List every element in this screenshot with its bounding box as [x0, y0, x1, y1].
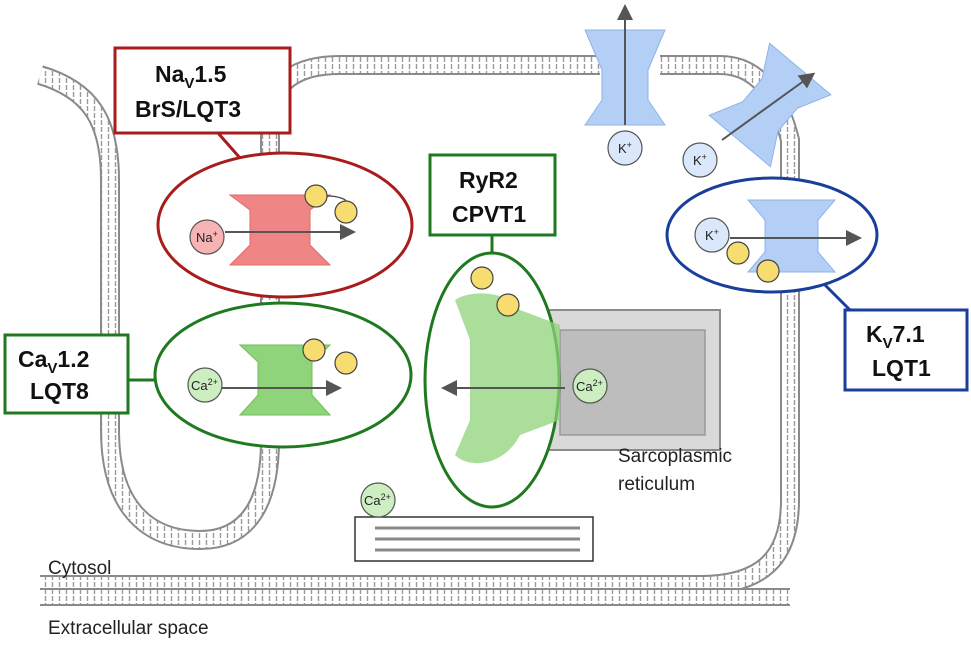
cytosol-label: Cytosol [48, 558, 111, 579]
bottom-membrane [40, 588, 790, 606]
cav-channel-group: Ca2+ [153, 301, 413, 449]
sr-label-line1: Sarcoplasmic [618, 446, 732, 467]
na-ion-label: Na+ [196, 229, 218, 245]
svg-text:BrS/LQT3: BrS/LQT3 [135, 96, 241, 122]
nav-connector [216, 132, 242, 159]
k-ion-1 [607, 130, 643, 166]
kv-channel-group: K+ [665, 176, 879, 294]
svg-text:CPVT1: CPVT1 [452, 201, 526, 227]
svg-text:LQT1: LQT1 [872, 355, 931, 381]
k-ion-1-label: K+ [618, 140, 632, 156]
myofilaments [354, 516, 594, 562]
k-ion-2 [682, 142, 718, 178]
svg-text:CaV1.2: CaV1.2 [18, 346, 89, 377]
sr-label-line2: reticulum [618, 474, 695, 495]
kv-label-box: KV7.1 LQT1 [843, 308, 969, 392]
ryr-label-box: RyR2 CPVT1 [428, 153, 557, 237]
kv-connector [823, 283, 852, 312]
ca-ion-1 [187, 367, 223, 403]
ca-ion-3-label: Ca2+ [364, 492, 391, 508]
svg-text:LQT8: LQT8 [30, 378, 89, 404]
ca-ion-2-label: Ca2+ [576, 378, 603, 394]
extracellular-label: Extracellular space [48, 618, 209, 639]
cav-label-box: CaV1.2 LQT8 [3, 333, 130, 415]
svg-text:NaV1.5: NaV1.5 [155, 61, 227, 92]
svg-text:KV7.1: KV7.1 [866, 321, 925, 352]
svg-text:RyR2: RyR2 [459, 167, 518, 193]
ca-ion-3 [360, 482, 396, 518]
ryr-channel-group: Ca2+ [423, 251, 608, 509]
na-ion [189, 219, 225, 255]
sarcoplasmic-reticulum [524, 309, 721, 451]
k-channel-top-1 [584, 4, 666, 126]
k-ion-3-label: K+ [705, 227, 719, 243]
nav-channel-group: Na+ [156, 151, 414, 299]
k-ion-2-label: K+ [693, 152, 707, 168]
ca-ion-2 [572, 368, 608, 404]
nav-label-box: NaV1.5 BrS/LQT3 [113, 46, 292, 135]
k-ion-3 [694, 217, 730, 253]
ca-ion-1-label: Ca2+ [191, 377, 218, 393]
